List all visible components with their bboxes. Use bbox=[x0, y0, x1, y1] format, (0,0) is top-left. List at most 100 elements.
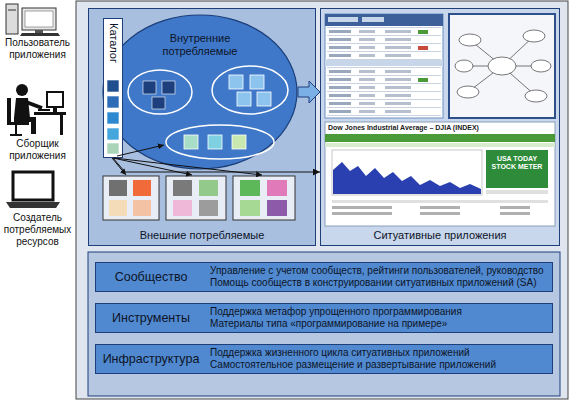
mindmap-screenshot-part bbox=[525, 90, 547, 102]
internal-group-part bbox=[152, 97, 165, 109]
mindmap-screenshot-part bbox=[457, 86, 479, 98]
table-screenshot-part bbox=[362, 17, 384, 22]
assembler-icon-part bbox=[7, 122, 29, 125]
actor-label: Пользователь приложения bbox=[0, 37, 75, 61]
table-screenshot-part bbox=[328, 17, 358, 22]
mindmap-screenshot-part bbox=[488, 57, 516, 75]
catalog-items-part bbox=[107, 128, 119, 140]
external-box-part bbox=[233, 176, 295, 220]
computer-icon-part bbox=[20, 33, 60, 36]
assembler-icon-part bbox=[10, 134, 22, 136]
layer-description: Помощь сообществ в конструировании ситуа… bbox=[210, 277, 544, 289]
internal-group-part bbox=[257, 92, 271, 106]
catalog-arrow bbox=[112, 145, 262, 175]
external-box-part bbox=[109, 200, 127, 216]
external-box-part bbox=[199, 200, 218, 216]
computer-icon-part bbox=[6, 4, 18, 34]
table-screenshot-part bbox=[418, 46, 428, 50]
assembler-icon bbox=[7, 84, 66, 135]
layer-description: Поддержка метафор упрощенного программир… bbox=[210, 306, 462, 318]
laptop-icon bbox=[6, 172, 60, 208]
internal-group bbox=[212, 66, 288, 114]
ellipse-title: Внутренние потребляемые bbox=[154, 32, 246, 58]
stock-screenshot-part bbox=[486, 150, 548, 188]
external-box-part bbox=[267, 180, 287, 196]
mindmap-screenshot-part bbox=[464, 66, 502, 67]
stock-screenshot-part bbox=[325, 122, 555, 226]
external-box-part bbox=[173, 180, 192, 196]
layers-panel bbox=[88, 252, 560, 396]
computer-icon-part bbox=[22, 8, 56, 30]
screenshot-title-box: Dow Jones Industrial Average – DJIA (IND… bbox=[328, 124, 552, 132]
external-box-part bbox=[109, 180, 127, 196]
stock-screenshot-part bbox=[500, 206, 530, 209]
external-box-part bbox=[240, 200, 260, 216]
assembler-icon-part bbox=[14, 98, 30, 118]
actor-label-box: Создатель потребляемых ресурсов bbox=[0, 212, 75, 248]
stock-screenshot-part bbox=[325, 143, 555, 147]
assembler-icon-part bbox=[26, 102, 42, 108]
layer-description: Самостоятельное размещение и развертыван… bbox=[210, 359, 496, 371]
internal-group bbox=[166, 125, 274, 159]
assembler-icon-part bbox=[47, 92, 63, 107]
panel-title: Ситуативные приложения bbox=[321, 229, 559, 242]
mindmap-screenshot-part bbox=[455, 60, 473, 72]
laptop-icon-part bbox=[13, 172, 53, 200]
actor-label-box: Пользователь приложения bbox=[0, 37, 75, 61]
block-arrow bbox=[298, 81, 320, 103]
table-screenshot-part bbox=[325, 14, 443, 26]
band-description: Управление с учетом сообществ, рейтинги … bbox=[206, 265, 544, 289]
external-box bbox=[233, 176, 295, 220]
assembler-icon-part bbox=[38, 109, 50, 111]
mindmap-screenshot-part bbox=[459, 34, 481, 46]
catalog-items bbox=[107, 80, 119, 154]
text-holder: Инструменты Поддержка метафор упрощенного… bbox=[96, 304, 552, 332]
external-box-part bbox=[133, 180, 151, 196]
text-holder: ИнфраструктураПоддержка жизненного цикла… bbox=[96, 345, 552, 373]
catalog-arrow-part bbox=[114, 158, 262, 175]
panel-title: Внешние потребляемые bbox=[89, 229, 315, 242]
mindmap-screenshot-part bbox=[531, 60, 551, 72]
external-box-part bbox=[199, 180, 218, 196]
assembler-icon-part bbox=[60, 115, 63, 135]
catalog-title: Каталог bbox=[107, 23, 120, 63]
internal-group-part bbox=[166, 125, 274, 159]
mindmap-screenshot-part bbox=[470, 40, 502, 66]
outer-frame bbox=[76, 1, 568, 399]
layer-name: Инструменты bbox=[96, 311, 206, 325]
actor-label-box: Сборщик приложения bbox=[0, 138, 75, 162]
catalog-items-part bbox=[107, 96, 119, 108]
text-holder: СообществоУправление с учетом сообществ,… bbox=[96, 263, 552, 291]
computer-icon-part bbox=[25, 11, 53, 27]
catalog-box: Каталог bbox=[103, 18, 123, 158]
layer-band: СообществоУправление с учетом сообществ,… bbox=[95, 262, 553, 292]
screenshot-title: Dow Jones Industrial Average – DJIA (IND… bbox=[328, 124, 552, 132]
table-screenshot-part bbox=[325, 60, 443, 66]
stock-screenshot-part bbox=[420, 206, 460, 209]
band-description: Поддержка жизненного цикла ситуативных п… bbox=[206, 347, 496, 371]
computer-icon-part bbox=[8, 10, 16, 11]
stock-screenshot-part bbox=[332, 150, 482, 195]
mindmap-screenshot-part bbox=[502, 66, 541, 67]
layer-band: Инструменты Поддержка метафор упрощенного… bbox=[95, 303, 553, 333]
stock-screenshot-part bbox=[486, 190, 548, 194]
text-holder: Ситуативные приложения bbox=[321, 229, 559, 242]
layer-description: Управление с учетом сообществ, рейтинги … bbox=[210, 265, 544, 277]
computer-icon-part bbox=[35, 30, 43, 33]
actor-label: Создатель потребляемых ресурсов bbox=[0, 212, 75, 248]
internal-group-part bbox=[184, 135, 198, 149]
computer-icon bbox=[6, 4, 60, 36]
external-box-part bbox=[267, 200, 287, 216]
layer-description: Поддержка жизненного цикла ситуативных п… bbox=[210, 347, 496, 359]
mindmap-screenshot bbox=[449, 14, 555, 118]
internal-group-part bbox=[212, 66, 288, 114]
table-screenshot-part bbox=[418, 78, 428, 82]
external-box-part bbox=[103, 176, 159, 220]
stock-screenshot-part bbox=[325, 134, 555, 142]
stock-screenshot-part bbox=[332, 206, 392, 209]
stock-screenshot-part bbox=[333, 162, 481, 194]
connector-line bbox=[113, 158, 320, 172]
catalog-arrow-part bbox=[117, 145, 164, 156]
mindmap-screenshot-part bbox=[502, 66, 536, 96]
assembler-icon-part bbox=[53, 107, 57, 112]
